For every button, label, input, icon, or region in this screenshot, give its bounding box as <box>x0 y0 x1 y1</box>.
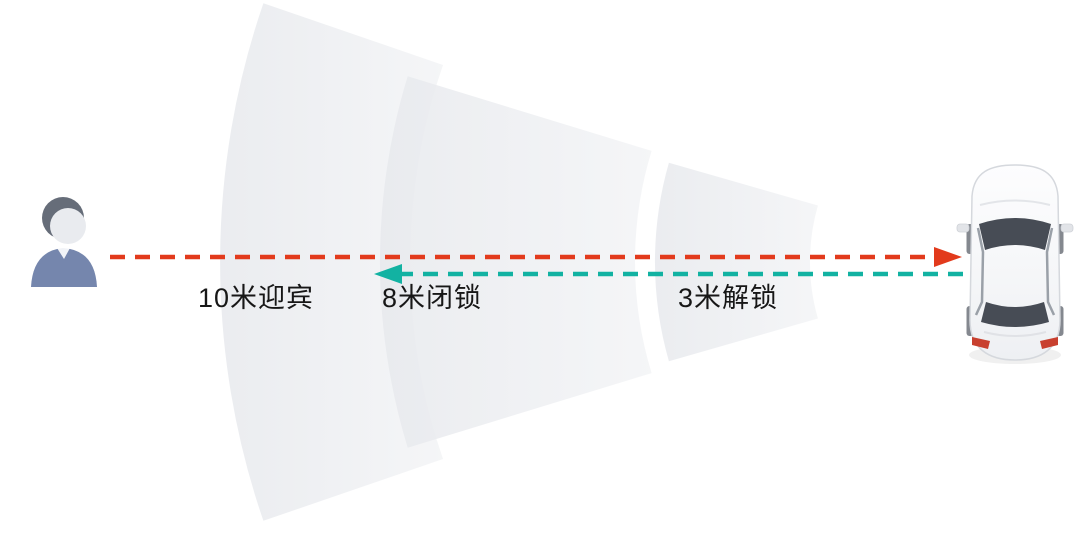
car-to-person-arrowhead <box>374 264 402 284</box>
person-collar <box>57 248 70 259</box>
car-taillight-right <box>1040 337 1058 349</box>
car-side-window-right <box>1045 227 1056 316</box>
car-taillight-left <box>972 337 990 349</box>
car-mirror-left <box>956 223 970 233</box>
car-hood-line <box>979 199 1051 206</box>
unlock-zone-label: 3米解锁 <box>678 283 778 313</box>
car-side-window-left <box>974 227 985 316</box>
person-to-car-arrow <box>110 247 962 267</box>
lock-zone-label: 8米闭锁 <box>382 283 482 313</box>
car-rear-window <box>981 302 1049 327</box>
car-trunk-line <box>983 331 1047 337</box>
zone-fan-10m <box>220 3 443 521</box>
zone-fan-3m <box>654 162 818 362</box>
person-body <box>31 248 97 287</box>
car-mirror-right <box>1060 223 1074 233</box>
welcome-zone-label: 10米迎宾 <box>198 283 314 313</box>
zone-fan-8m <box>379 76 652 448</box>
person-to-car-arrowhead <box>934 247 962 267</box>
person-icon <box>31 197 97 287</box>
car-windshield <box>979 218 1051 250</box>
person-face <box>50 208 86 244</box>
car-icon <box>956 164 1074 364</box>
car-to-person-arrow <box>374 264 963 284</box>
zone-fans <box>220 3 818 521</box>
